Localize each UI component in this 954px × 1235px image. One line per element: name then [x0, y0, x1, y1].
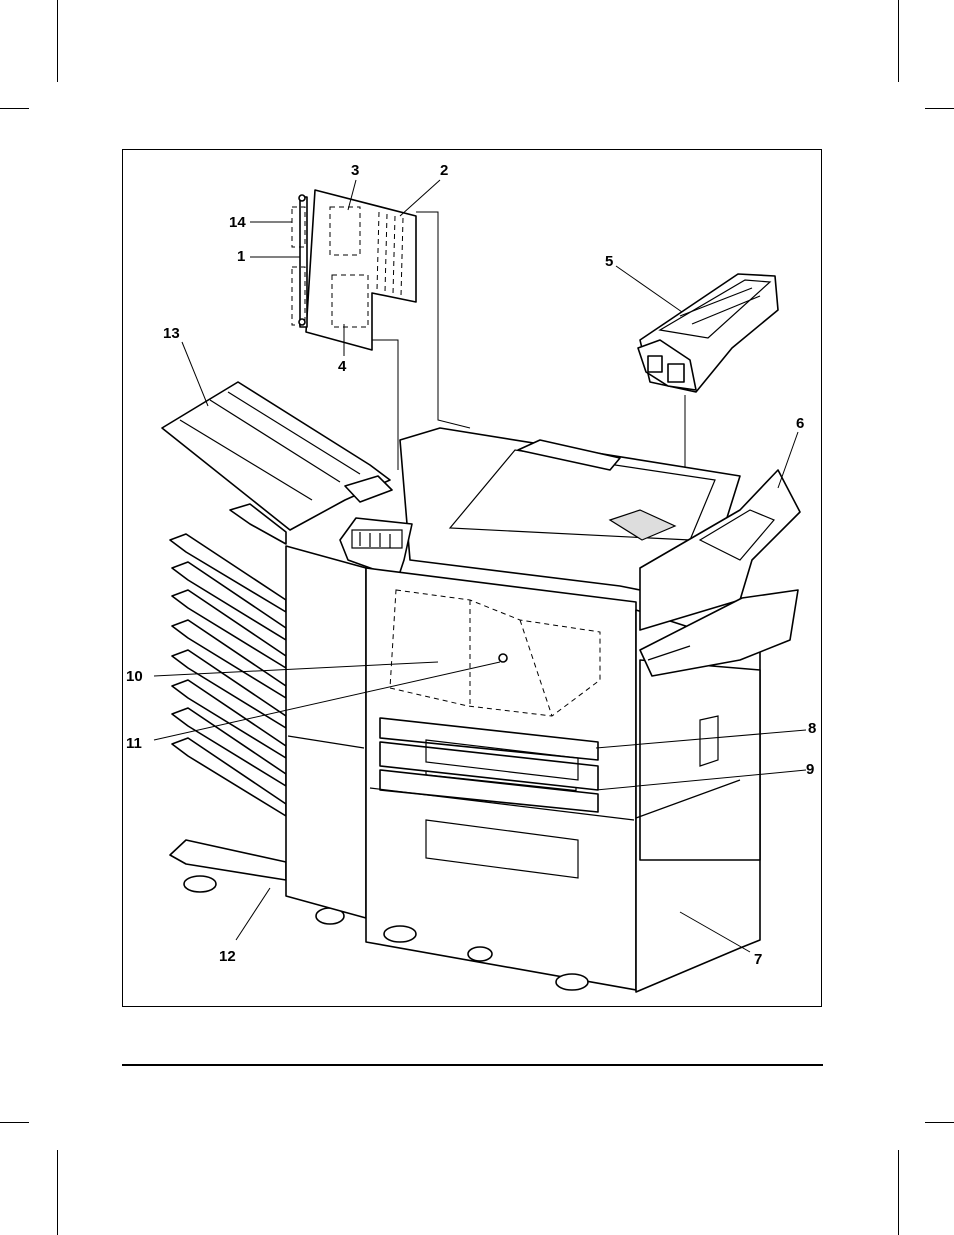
- callout-6: 6: [796, 416, 804, 431]
- formatter-board-illustration: [292, 190, 416, 350]
- callout-3: 3: [351, 163, 359, 178]
- top-output-bin-illustration: [162, 382, 392, 530]
- callout-13: 13: [163, 326, 180, 341]
- leader-6: [778, 432, 798, 488]
- callout-14: 14: [229, 215, 246, 230]
- callout-8: 8: [808, 721, 816, 736]
- callout-2: 2: [440, 163, 448, 178]
- callout-11: 11: [126, 736, 142, 751]
- leader-5: [616, 266, 682, 312]
- callout-7: 7: [754, 952, 762, 967]
- callout-4: 4: [338, 359, 346, 374]
- callout-12: 12: [219, 949, 236, 964]
- callout-1: 1: [237, 249, 245, 264]
- leader-13: [182, 342, 208, 406]
- callout-10: 10: [126, 669, 143, 684]
- leader-2: [400, 180, 440, 216]
- callout-9: 9: [806, 762, 814, 777]
- toner-cartridge-illustration: [638, 274, 778, 392]
- leader-12: [236, 888, 270, 940]
- callout-5: 5: [605, 254, 613, 269]
